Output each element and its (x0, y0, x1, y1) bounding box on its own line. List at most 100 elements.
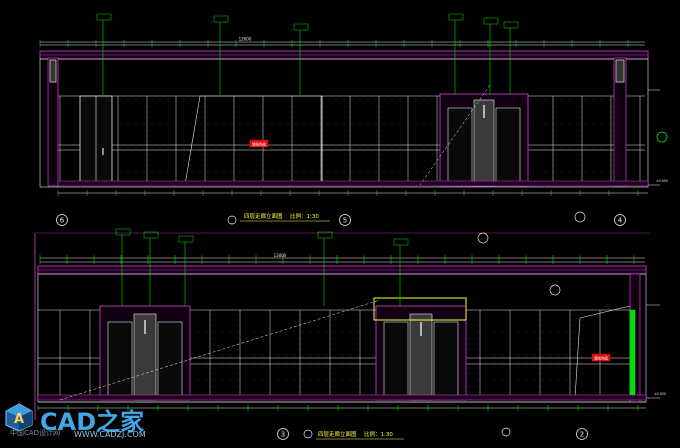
wall-texture-dot (317, 343, 319, 345)
wall-texture-dot (367, 159, 369, 161)
wall-texture-dot (269, 331, 271, 333)
wall-texture-dot (143, 159, 145, 161)
axis-bubble-top (56, 214, 68, 226)
wall-texture-dot (245, 385, 247, 387)
wall-texture-dot (367, 99, 369, 101)
wall-texture-dot (549, 343, 551, 345)
wall-texture-dot (271, 129, 273, 131)
wall-texture-dot (239, 141, 241, 143)
wall-texture-dot (509, 361, 511, 363)
wall-texture-dot (581, 373, 583, 375)
wall-texture-dot (383, 111, 385, 113)
watermark-brand: CAD之家 (40, 408, 145, 436)
wall-texture-dot (469, 349, 471, 351)
wall-texture-dot (229, 313, 231, 315)
wall-texture-dot (541, 325, 543, 327)
wall-texture-dot (253, 361, 255, 363)
wall-texture-dot (327, 99, 329, 101)
wall-texture-dot (509, 373, 511, 375)
wall-texture-dot (577, 111, 579, 113)
wall-texture-dot (335, 177, 337, 179)
wall-texture-dot (341, 361, 343, 363)
wall-texture-dot (593, 123, 595, 125)
wall-texture-dot (151, 135, 153, 137)
wall-texture-dot (569, 99, 571, 101)
wall-texture-dot (205, 391, 207, 393)
wall-texture-dot (343, 153, 345, 155)
wall-texture-dot (391, 129, 393, 131)
wall-texture-dot (303, 111, 305, 113)
wall-outline-top (39, 58, 649, 188)
wall-texture-dot (271, 147, 273, 149)
wall-texture-dot (469, 361, 471, 363)
wall-texture-dot (365, 325, 367, 327)
wall-texture-dot (151, 177, 153, 179)
wall-texture-dot (271, 153, 273, 155)
wall-texture-dot (263, 111, 265, 113)
wall-texture-dot (293, 319, 295, 321)
wall-texture-dot (183, 123, 185, 125)
wall-texture-dot (545, 135, 547, 137)
detail-bubble (501, 427, 511, 437)
wall-texture-dot (317, 313, 319, 315)
wall-texture-dot (577, 105, 579, 107)
wall-texture-dot (431, 123, 433, 125)
wall-texture-dot (349, 373, 351, 375)
wall-texture-dot (565, 313, 567, 315)
wall-texture-dot (399, 177, 401, 179)
wall-texture-dot (127, 153, 129, 155)
wall-texture-dot (375, 147, 377, 149)
wall-texture-dot (151, 105, 153, 107)
wall-texture-dot (581, 361, 583, 363)
wall-texture-dot (469, 379, 471, 381)
wall-texture-dot (287, 117, 289, 119)
wall-texture-dot (309, 331, 311, 333)
wall-texture-dot (509, 325, 511, 327)
wall-texture-dot (309, 367, 311, 369)
wall-texture-dot (341, 373, 343, 375)
wall-texture-dot (245, 343, 247, 345)
wall-texture-dot (415, 153, 417, 155)
wall-texture-dot (561, 147, 563, 149)
wall-texture-dot (493, 331, 495, 333)
wall-texture-dot (609, 123, 611, 125)
wall-texture-dot (431, 129, 433, 131)
wall-texture-dot (311, 153, 313, 155)
wall-texture-dot (585, 153, 587, 155)
wall-texture-dot (533, 349, 535, 351)
wall-texture-dot (245, 319, 247, 321)
wall-texture-dot (545, 141, 547, 143)
wall-texture-dot (573, 313, 575, 315)
wall-texture-dot (135, 105, 137, 107)
wall-texture-dot (423, 159, 425, 161)
wall-texture-dot (529, 111, 531, 113)
wall-texture-dot (585, 141, 587, 143)
wall-texture-dot (255, 99, 257, 101)
wall-texture-dot (255, 165, 257, 167)
wall-texture-dot (231, 171, 233, 173)
wall-texture-dot (197, 361, 199, 363)
wall-texture-dot (215, 153, 217, 155)
wall-texture-dot (287, 159, 289, 161)
detail-bubble (477, 232, 489, 244)
wall-texture-dot (269, 379, 271, 381)
wall-texture-dot (295, 141, 297, 143)
wall-texture-dot (373, 373, 375, 375)
wall-texture-dot (311, 111, 313, 113)
wall-texture-dot (601, 165, 603, 167)
wall-texture-dot (213, 319, 215, 321)
wall-texture-dot (247, 117, 249, 119)
wall-texture-dot (365, 355, 367, 357)
wall-texture-dot (565, 361, 567, 363)
wall-texture-dot (557, 361, 559, 363)
wall-texture-dot (493, 343, 495, 345)
wall-texture-dot (229, 361, 231, 363)
wall-texture-dot (303, 171, 305, 173)
wall-texture-dot (205, 379, 207, 381)
wall-texture-dot (191, 159, 193, 161)
wall-texture-dot (553, 135, 555, 137)
wall-texture-dot (349, 343, 351, 345)
wall-texture-dot (601, 177, 603, 179)
wall-texture-dot (207, 159, 209, 161)
wall-texture-dot (205, 337, 207, 339)
